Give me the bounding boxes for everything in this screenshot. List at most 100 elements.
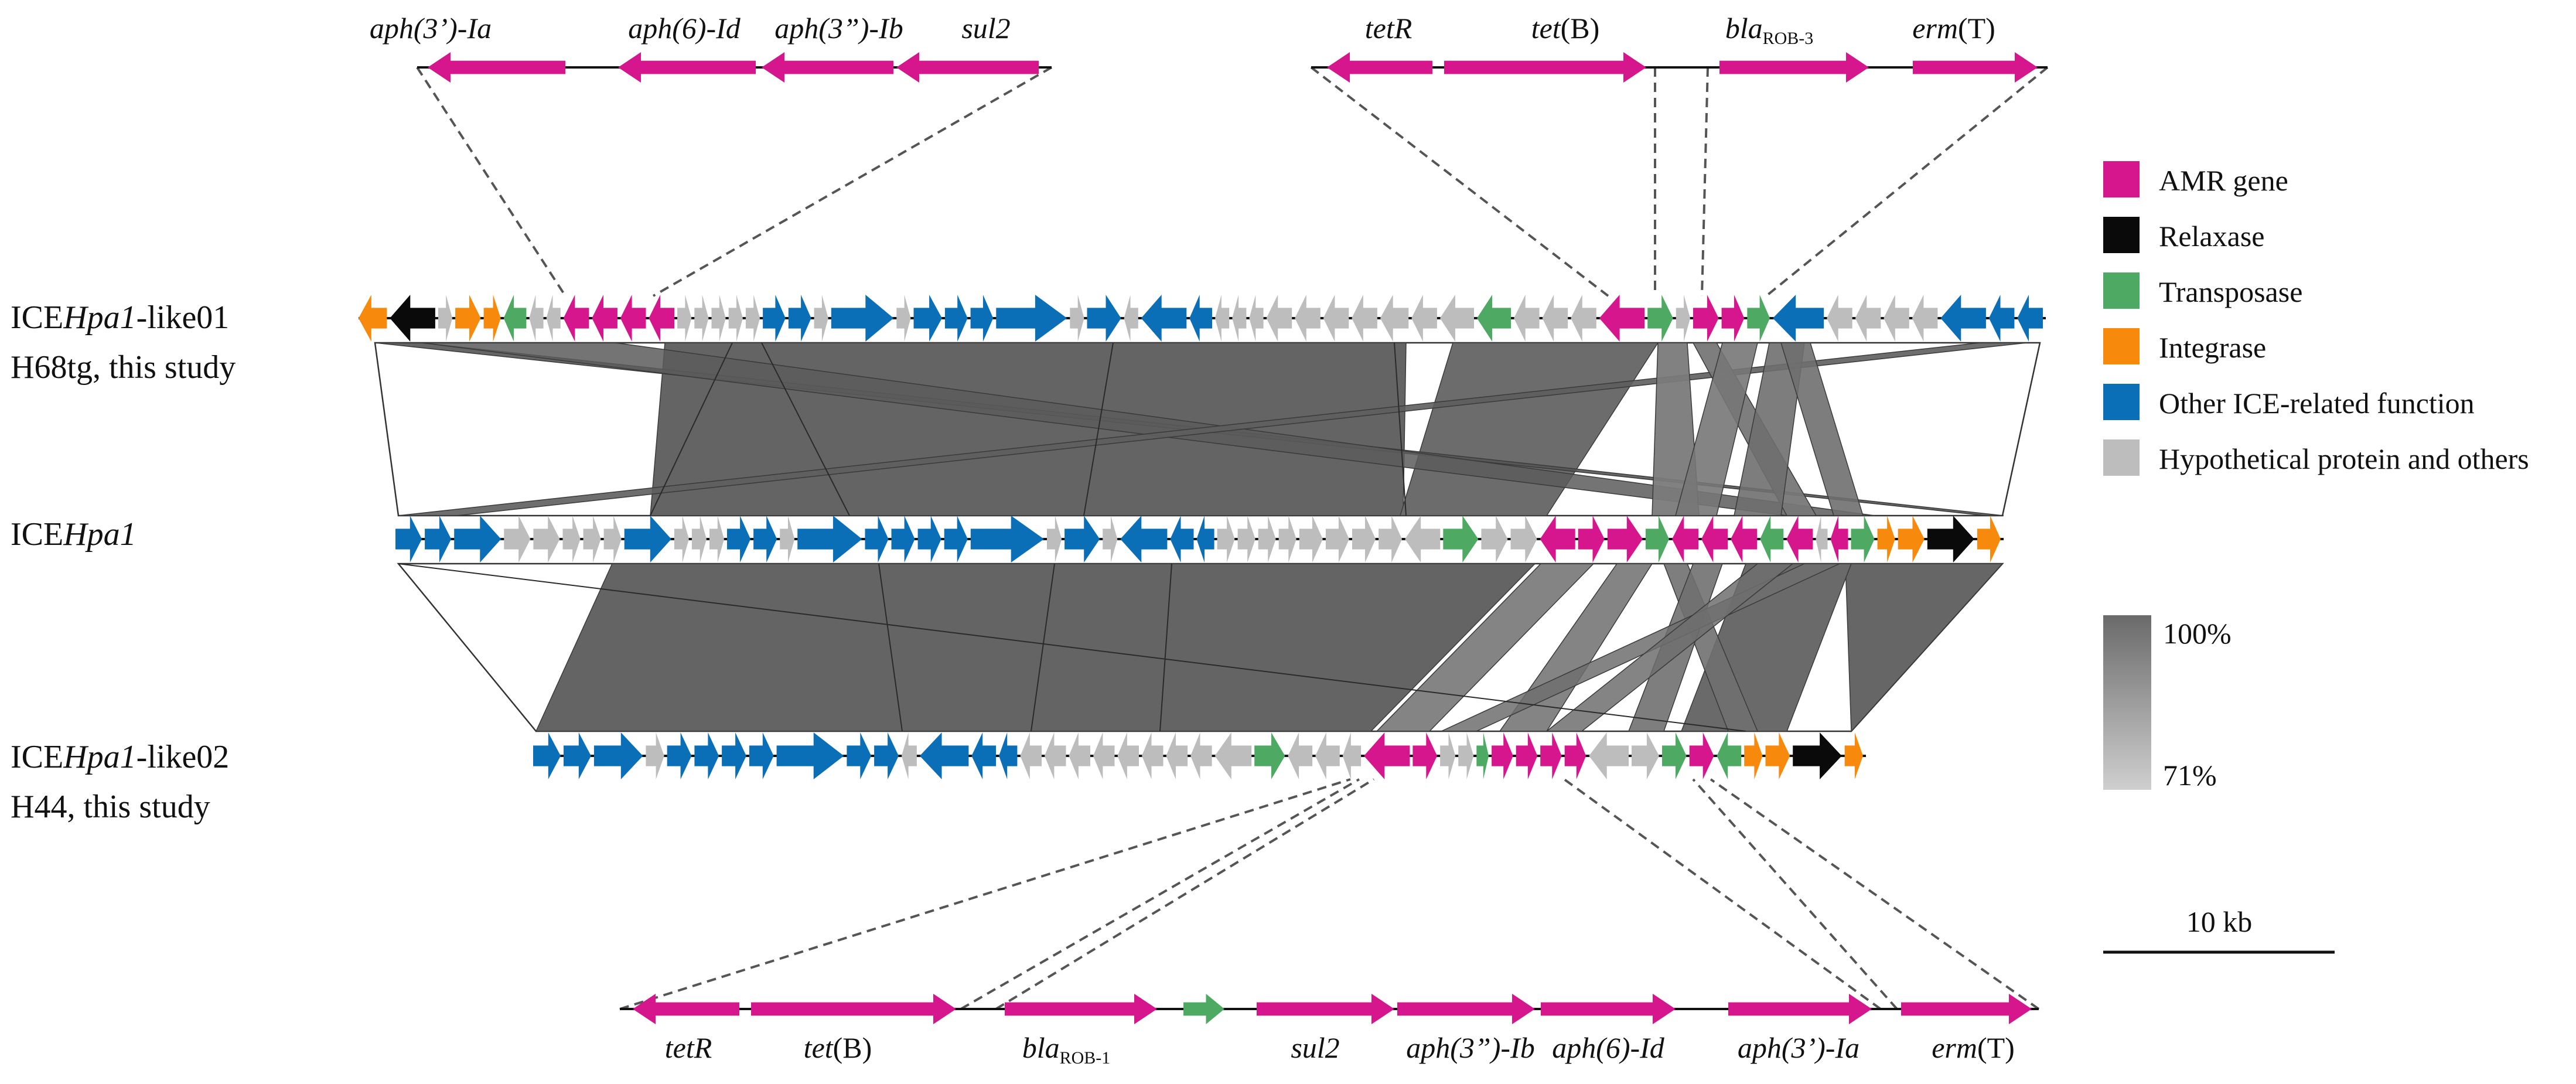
track1-gene-45-hypothetical [1571,295,1596,342]
identity-gradient-bar [2103,615,2151,790]
track-ice-hpa1 [395,516,2004,563]
track1-gene-15-hypothetical [711,295,726,342]
legend-swatch-amr [2103,161,2140,197]
track2-gene-22-hypothetical [1047,516,1062,563]
track1-gene-39-hypothetical [1380,295,1409,342]
zoom-top-left-gene-4-amr [896,52,1039,83]
track3-gene-2-ice-related [564,732,591,779]
track2-gene-51-transposase [1851,516,1875,563]
connector-b-6 [1710,778,2040,1010]
track2-gene-19-ice-related [917,516,941,563]
gene-label-tl-aph3ib: aph(3”)-Ib [774,12,903,45]
track1-gene-16-hypothetical [728,295,743,342]
gene-label-b-aph3ib: aph(3”)-Ib [1406,1031,1534,1064]
zoom-bottom-gene-4-transposase [1183,994,1224,1024]
track3-gene-44-integrase [1765,732,1790,779]
track3-gene-13-ice-related [919,732,969,779]
track3-gene-29-amr [1364,732,1410,779]
track1-gene-13-hypothetical [677,295,692,342]
zoom-bottom-gene-5-amr [1257,994,1394,1024]
track3-gene-21-hypothetical [1142,732,1164,779]
zoom-top-left-gene-1-amr [428,52,565,83]
track3-gene-43-integrase [1744,732,1763,779]
track2-gene-15-hypothetical [780,516,795,563]
track1-gene-5-integrase [483,295,501,342]
track1-gene-22-hypothetical [896,295,911,342]
track1-gene-35-hypothetical [1266,295,1292,342]
track1-gene-26-ice-related [996,295,1067,342]
track3-gene-3-ice-related [593,732,643,779]
track1-gene-53-hypothetical [1827,295,1852,342]
gene-label-b-tetr: tetR [665,1031,712,1064]
homology-ribbons [374,342,2041,732]
track2-gene-27-ice-related [1196,516,1214,563]
track2-gene-54-relaxase [1927,516,1974,563]
track3-gene-31-hypothetical [1440,732,1456,779]
track3-gene-41-amr [1689,732,1714,779]
track2-gene-9-ice-related [624,516,671,563]
track2-gene-36-hypothetical [1405,516,1441,563]
track2-gene-24-hypothetical [1103,516,1118,563]
identity-high-label: 100% [2163,617,2232,650]
ribbon-1-2-inv-c [398,342,2028,516]
track3-gene-18-hypothetical [1069,732,1090,779]
track2-gene-18-ice-related [891,516,915,563]
track3-gene-39-hypothetical [1632,732,1659,779]
track1-gene-21-ice-related [831,295,894,342]
track3-gene-24-hypothetical [1214,732,1252,779]
match-line-2-3-3 [1159,563,1172,732]
connector-b-1 [619,778,1351,1010]
gene-label-tl-aph6id: aph(6)-Id [628,12,741,45]
track2-gene-33-hypothetical [1325,516,1349,563]
track2-gene-34-hypothetical [1352,516,1376,563]
track2-gene-6-hypothetical [562,516,581,563]
zoom-top-left-gene-2-amr [618,52,756,83]
track2-gene-2-ice-related [425,516,452,563]
track3-gene-42-transposase [1717,732,1742,779]
connector-b-2 [960,778,1360,1010]
track1-gene-32-hypothetical [1215,295,1230,342]
track3-gene-35-amr [1516,732,1538,779]
track1-gene-56-hypothetical [1912,295,1938,342]
zoom-top-right-gene-4-amr [1913,52,2038,83]
track1-gene-46-amr [1599,295,1645,342]
track1-gene-51-transposase [1747,295,1770,342]
zoom-strip-bottom [620,994,2039,1024]
connector-tr-left-a [1310,66,1609,297]
legend-swatch-other-ice [2103,384,2140,420]
gene-label-b-ermt: erm(T) [1932,1031,2015,1064]
match-line-2-3-1 [878,563,903,732]
ribbon-2-3-main [535,563,1536,732]
track3-gene-46-integrase [1844,732,1863,779]
connector-tl-right [653,66,1052,297]
connector-b-5 [1692,778,1898,1010]
track-label-3: ICEHpa1-like02 [11,739,229,775]
track3-gene-20-hypothetical [1117,732,1139,779]
track1-gene-12-amr [649,295,675,342]
zoom-bottom-gene-1-amr [633,994,739,1024]
match-line-2-3-2 [1031,563,1055,732]
zoom-bottom-gene-2-amr [751,994,956,1024]
track2-gene-7-hypothetical [583,516,601,563]
track3-gene-30-amr [1412,732,1438,779]
track1-gene-59-ice-related [2017,295,2043,342]
track1-gene-33-hypothetical [1232,295,1247,342]
track1-gene-19-ice-related [788,295,811,342]
track2-gene-46-amr [1731,516,1758,563]
track1-gene-9-amr [563,295,589,342]
gene-label-tl-sul2: sul2 [961,12,1010,45]
track2-gene-44-amr [1672,516,1699,563]
identity-low-label: 71% [2163,759,2217,792]
gene-label-tr-bla-rob3: blaROB-3 [1725,12,1814,48]
track2-gene-4-hypothetical [504,516,531,563]
track1-gene-27-hypothetical [1070,295,1084,342]
track2-gene-1-ice-related [395,516,422,563]
track2-gene-48-amr [1786,516,1813,563]
track2-gene-39-hypothetical [1510,516,1537,563]
track1-gene-24-ice-related [944,295,968,342]
track3-gene-28-hypothetical [1342,732,1362,779]
track2-gene-43-transposase [1645,516,1669,563]
track1-gene-52-ice-related [1773,295,1824,342]
track3-gene-34-amr [1492,732,1513,779]
